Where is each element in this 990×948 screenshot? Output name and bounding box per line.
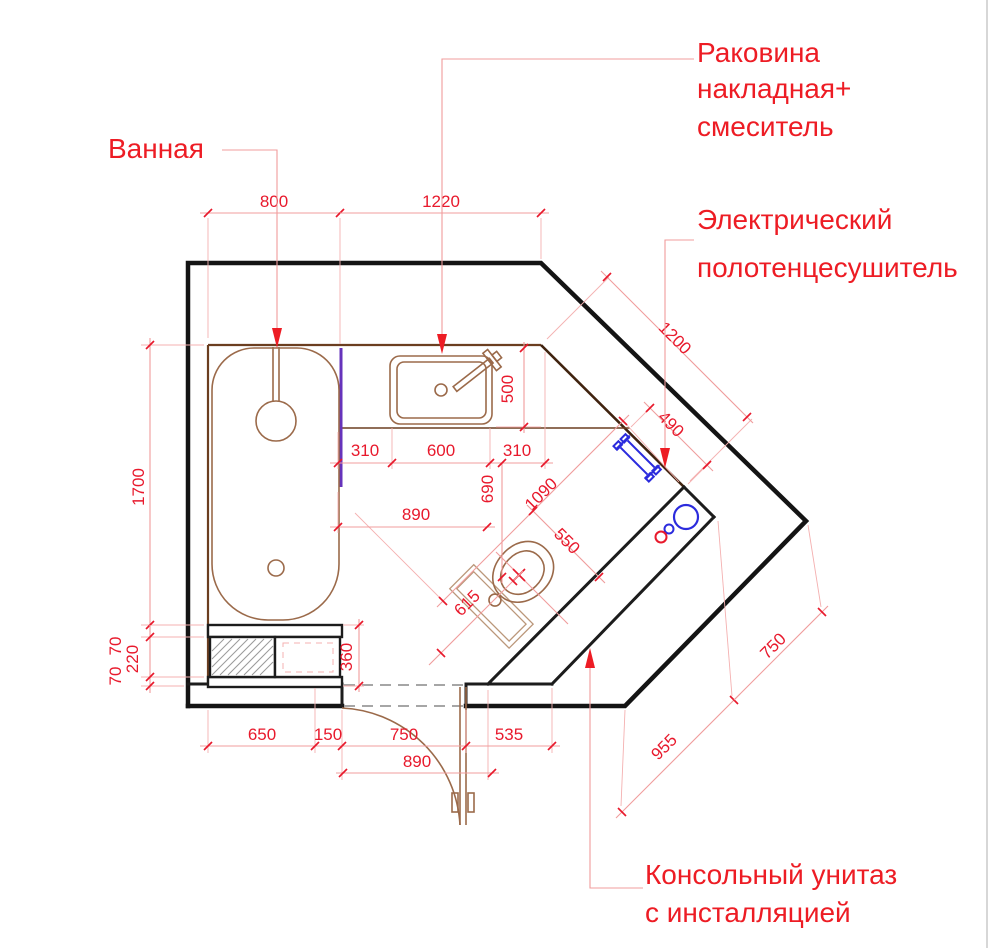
dim-1220: 1220 bbox=[340, 192, 549, 218]
pipe-connections bbox=[654, 503, 700, 544]
toilet-axis-line bbox=[495, 551, 569, 625]
toilet-flush-icon bbox=[488, 593, 502, 607]
leader-arrow-toilet bbox=[585, 648, 595, 668]
cabinet-hatching bbox=[211, 638, 274, 676]
dim-500: 500 bbox=[498, 342, 529, 433]
svg-text:1220: 1220 bbox=[422, 192, 460, 211]
svg-text:535: 535 bbox=[495, 725, 523, 744]
svg-text:750: 750 bbox=[390, 725, 418, 744]
bath-cabinet bbox=[206, 623, 344, 689]
label-sink: Раковина накладная+ смеситель bbox=[697, 37, 851, 142]
svg-text:600: 600 bbox=[427, 441, 455, 460]
svg-text:500: 500 bbox=[498, 375, 517, 403]
cabinet-hidden-outline bbox=[282, 642, 334, 673]
svg-text:360: 360 bbox=[337, 643, 356, 671]
svg-text:220: 220 bbox=[123, 645, 142, 673]
svg-text:1700: 1700 bbox=[129, 468, 148, 506]
leader-arrow-bath bbox=[272, 328, 282, 348]
toilet-niche-walls bbox=[485, 484, 717, 687]
extension-lines bbox=[141, 218, 822, 807]
svg-text:Раковина: Раковина bbox=[697, 37, 820, 68]
svg-text:650: 650 bbox=[248, 725, 276, 744]
svg-text:890: 890 bbox=[402, 505, 430, 524]
label-towel-rail: Электрический полотенцесушитель bbox=[697, 204, 958, 283]
sink bbox=[389, 348, 503, 425]
label-toilet: Консольный унитаз с инсталляцией bbox=[645, 859, 897, 928]
dim-360: 360 bbox=[337, 619, 364, 692]
svg-text:150: 150 bbox=[314, 725, 342, 744]
svg-text:накладная+: накладная+ bbox=[697, 73, 851, 104]
dim-bottom-chain: 650 150 750 535 bbox=[200, 725, 560, 751]
leader-arrow-towel bbox=[660, 448, 670, 468]
svg-text:70: 70 bbox=[106, 667, 125, 686]
svg-text:смеситель: смеситель bbox=[697, 111, 834, 142]
sink-mixer-icon bbox=[452, 348, 503, 393]
dim-890-bottom: 890 bbox=[336, 752, 499, 778]
hot-pipe-icon bbox=[654, 530, 668, 544]
svg-text:310: 310 bbox=[351, 441, 379, 460]
label-bath: Ванная bbox=[108, 133, 204, 164]
dim-70-220-70: 70 220 70 bbox=[106, 625, 155, 693]
towel-rail bbox=[612, 432, 663, 483]
door-swing-arc bbox=[341, 707, 461, 826]
svg-text:310: 310 bbox=[503, 441, 531, 460]
door-handle-icon bbox=[451, 792, 459, 813]
dim-800: 800 bbox=[200, 192, 348, 218]
svg-text:с инсталляцией: с инсталляцией bbox=[645, 897, 851, 928]
svg-text:70: 70 bbox=[106, 637, 125, 656]
small-pipe-icon bbox=[663, 523, 675, 535]
svg-text:690: 690 bbox=[478, 475, 497, 503]
svg-text:890: 890 bbox=[403, 752, 431, 771]
svg-text:полотенцесушитель: полотенцесушитель bbox=[697, 252, 958, 283]
svg-text:Электрический: Электрический bbox=[697, 204, 892, 235]
dim-890-middle: 890 bbox=[330, 505, 495, 532]
annotation-leaders bbox=[222, 58, 694, 889]
sink-drain-icon bbox=[434, 383, 448, 397]
water-pipe-icon bbox=[672, 503, 700, 531]
dim-310-600-310: 310 600 310 bbox=[330, 441, 553, 468]
bathtub-mixer-icon bbox=[255, 400, 297, 442]
leader-arrow-sink bbox=[437, 334, 447, 354]
bathtub-drain-icon bbox=[267, 559, 285, 577]
bathtub bbox=[211, 347, 340, 621]
svg-text:800: 800 bbox=[260, 192, 288, 211]
svg-text:Консольный унитаз: Консольный унитаз bbox=[645, 859, 897, 890]
dim-690: 690 bbox=[478, 458, 507, 583]
